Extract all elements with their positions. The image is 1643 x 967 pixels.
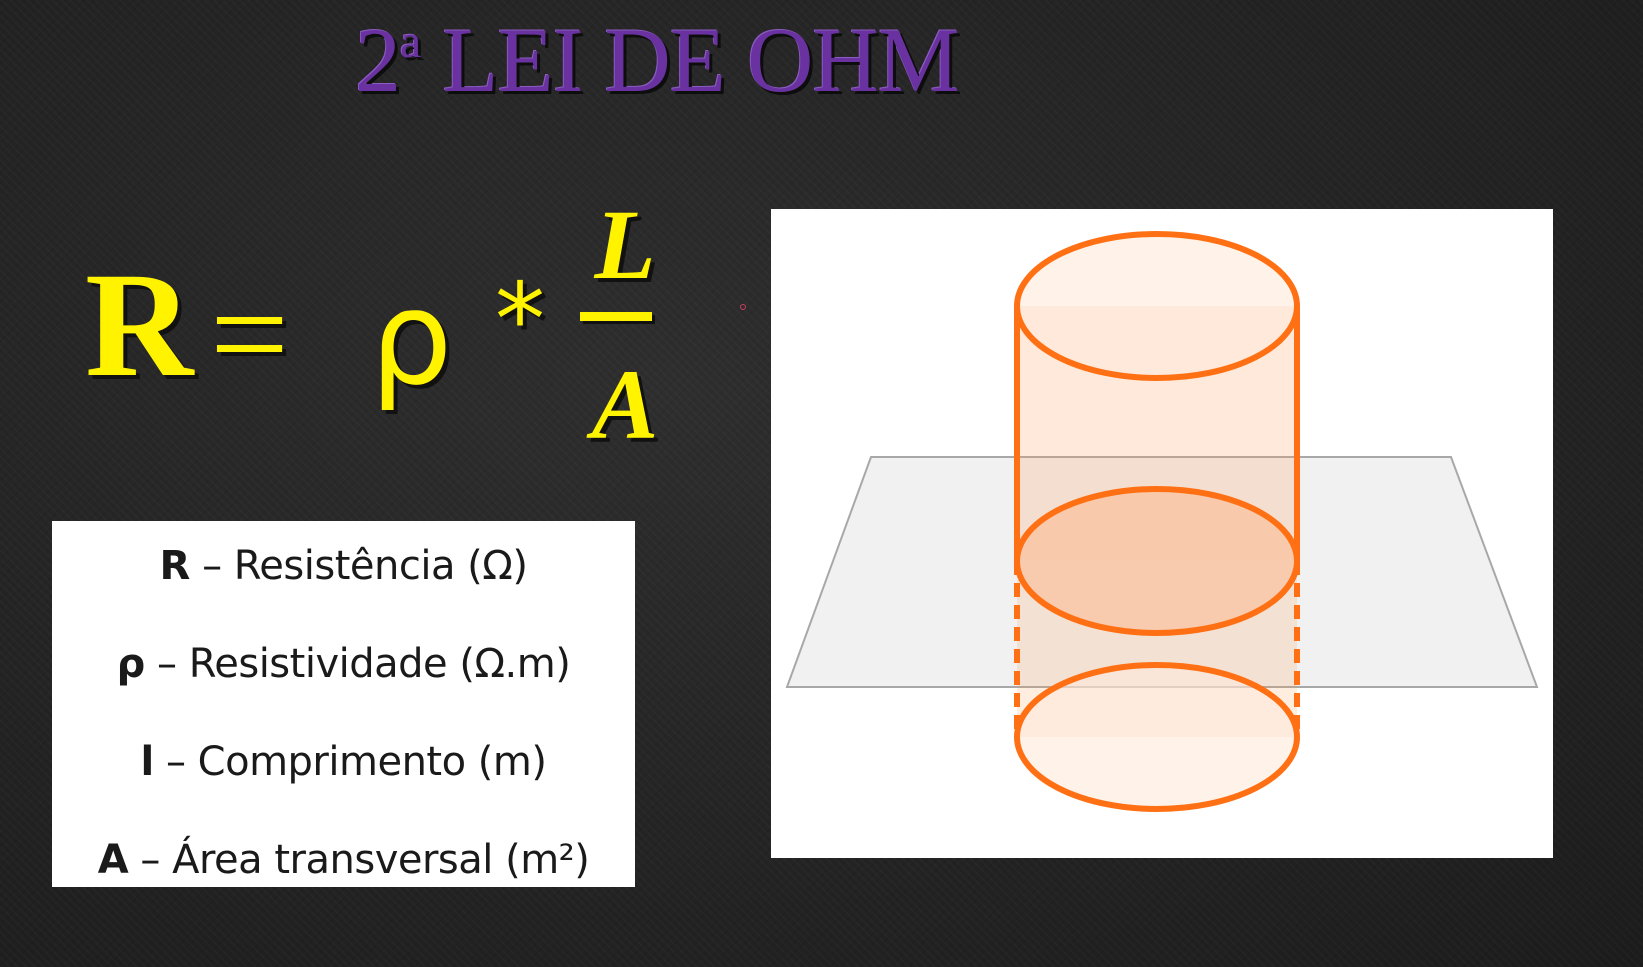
legend-row-resistance: R – Resistência (Ω) (52, 543, 635, 589)
formula-times: * (495, 261, 545, 378)
cylinder-section-fill (1017, 489, 1297, 633)
legend-symbol: R (159, 543, 191, 589)
legend-row-area: A – Área transversal (m²) (52, 837, 635, 883)
formula-rho: ρ (370, 262, 453, 414)
cylinder-top-ellipse (1014, 231, 1300, 381)
legend-separator: – (189, 543, 234, 589)
small-dot-marker (740, 304, 746, 310)
legend-description: Comprimento (m) (197, 739, 547, 785)
page-title: 2a LEI DE OHM (355, 14, 1075, 106)
legend-symbol: ρ (116, 641, 146, 687)
formula-resistance: R (85, 242, 194, 408)
legend-row-length: l – Comprimento (m) (52, 739, 635, 785)
legend-separator: – (144, 641, 189, 687)
legend-description: Área transversal (m²) (172, 837, 590, 883)
fraction-bar (580, 312, 652, 321)
legend-description: Resistividade (Ω.m) (188, 641, 571, 687)
cylinder-bottom-ellipse (1014, 662, 1300, 812)
title-prefix: 2 (355, 9, 401, 111)
cylinder-cross-section-ellipse (1014, 486, 1300, 636)
legend-row-resistivity: ρ – Resistividade (Ω.m) (52, 641, 635, 687)
title-superscript: a (400, 15, 421, 68)
legend-separator: – (153, 739, 198, 785)
formula-numerator: L (594, 189, 656, 300)
formula-denominator: A (591, 349, 659, 460)
legend-box: R – Resistência (Ω) ρ – Resistividade (Ω… (52, 521, 635, 887)
formula-equals: = (210, 257, 289, 412)
legend-symbol: l (140, 739, 155, 785)
cylinder-figure (771, 209, 1553, 858)
ohm-formula: R = ρ * L A (85, 195, 705, 455)
legend-description: Resistência (Ω) (233, 543, 528, 589)
title-text: LEI DE OHM (420, 9, 959, 111)
legend-separator: – (128, 837, 173, 883)
legend-symbol: A (97, 837, 129, 883)
cross-section-plane (785, 456, 1539, 688)
cylinder-plane-illustration (785, 231, 1539, 812)
